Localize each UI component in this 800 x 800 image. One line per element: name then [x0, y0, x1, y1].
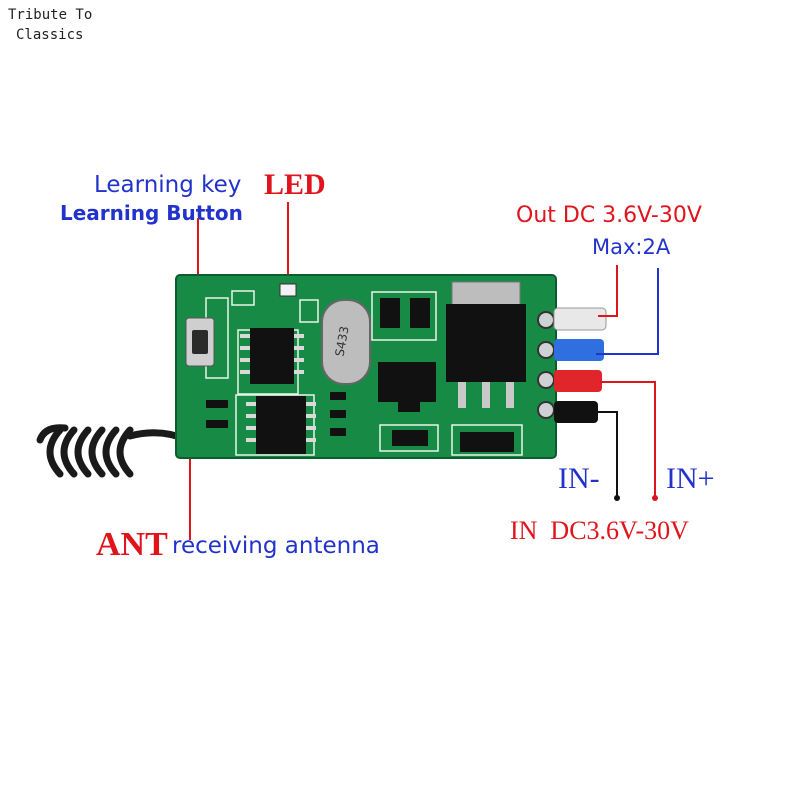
learning-button-cap — [192, 330, 208, 354]
wire-red — [554, 370, 602, 392]
wire-white — [553, 307, 607, 331]
in-plus-label: IN+ — [666, 462, 715, 495]
watermark-line-2: Classics — [16, 27, 84, 43]
wire-blue — [554, 339, 604, 361]
out-pointer-blue — [596, 268, 659, 355]
out-pointer-red — [598, 265, 618, 317]
smd-components — [206, 298, 514, 452]
mosfet — [446, 281, 526, 408]
crystal-oscillator — [321, 299, 371, 385]
max-current-label: Max:2A — [592, 235, 671, 259]
ant-label: ANT — [96, 526, 168, 563]
ic-chip-top — [240, 328, 304, 384]
led-label: LED — [264, 168, 326, 201]
in-minus-label: IN- — [558, 462, 600, 495]
led-component — [279, 283, 297, 297]
in-plus-dot — [652, 495, 658, 501]
input-voltage-label: IN DC3.6V-30V — [510, 516, 689, 545]
antenna-label: receiving antenna — [172, 533, 380, 559]
ic-chip-bottom — [246, 396, 316, 454]
in-minus-dot — [614, 495, 620, 501]
watermark-line-1: Tribute To — [8, 7, 93, 23]
wire-black — [554, 401, 598, 423]
in-minus-lead — [596, 411, 618, 496]
in-plus-lead — [600, 381, 656, 496]
antenna-coil — [36, 424, 192, 478]
output-voltage-label: Out DC 3.6V-30V — [516, 203, 702, 228]
learning-key-label: Learning key — [94, 172, 242, 198]
crystal-marking: S433 — [333, 325, 352, 357]
